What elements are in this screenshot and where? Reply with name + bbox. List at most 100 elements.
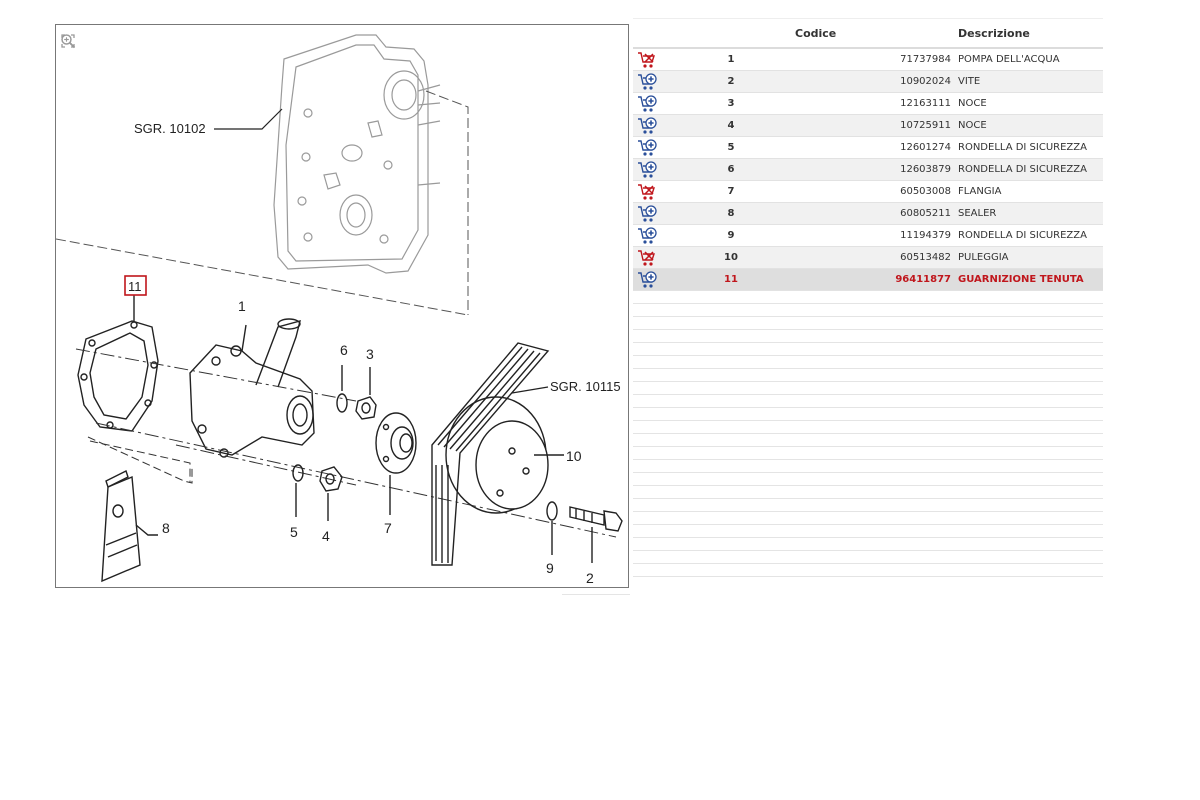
part-number: 9 xyxy=(667,224,795,247)
callout-number-8[interactable]: 8 xyxy=(162,520,170,536)
part-code: 10902024 xyxy=(795,70,958,93)
part-number: 6 xyxy=(667,158,795,181)
empty-row xyxy=(633,460,1103,473)
part-code: 96411877 xyxy=(795,268,958,291)
cart-add-icon[interactable] xyxy=(637,226,667,245)
header-description[interactable]: Descrizione xyxy=(958,18,1103,49)
cart-add-icon[interactable] xyxy=(637,116,667,135)
part-description: RONDELLA DI SICUREZZA xyxy=(958,158,1103,181)
nut-part-3[interactable] xyxy=(355,367,377,420)
part-code: 11194379 xyxy=(795,224,958,247)
nut-part-4[interactable] xyxy=(319,466,343,521)
cart-add-icon[interactable] xyxy=(637,160,667,179)
part-description: VITE xyxy=(958,70,1103,93)
part-number: 2 xyxy=(667,70,795,93)
cart-cell[interactable] xyxy=(633,246,667,269)
gasket-part-11[interactable] xyxy=(77,295,159,432)
callout-number-7[interactable]: 7 xyxy=(384,520,392,536)
empty-row xyxy=(633,369,1103,382)
callout-number-4[interactable]: 4 xyxy=(322,528,330,544)
cart-add-icon[interactable] xyxy=(637,72,667,91)
cart-cell[interactable] xyxy=(633,202,667,225)
cart-cell[interactable] xyxy=(633,114,667,137)
empty-row xyxy=(633,356,1103,369)
exploded-diagram-panel[interactable]: SGR. 10102 SGR. 10115 11 1 xyxy=(55,24,629,588)
timing-cover-drawing xyxy=(273,34,441,274)
washer-part-5[interactable] xyxy=(292,464,304,517)
callout-sgr-10102[interactable]: SGR. 10102 xyxy=(134,108,283,136)
part-number: 8 xyxy=(667,202,795,225)
cart-cell[interactable] xyxy=(633,92,667,115)
callout-number-5[interactable]: 5 xyxy=(290,524,298,540)
empty-table-area xyxy=(633,291,1103,577)
water-pump-part-1[interactable] xyxy=(189,318,315,458)
empty-row xyxy=(633,421,1103,434)
divider xyxy=(562,594,630,595)
bolt-part-2[interactable] xyxy=(569,506,623,563)
callout-sgr-10115[interactable]: SGR. 10115 xyxy=(511,379,621,394)
empty-row xyxy=(633,304,1103,317)
header-icon xyxy=(633,18,667,49)
part-code: 10725911 xyxy=(795,114,958,137)
empty-row xyxy=(633,525,1103,538)
cart-add-icon[interactable] xyxy=(637,138,667,157)
cart-add-icon[interactable] xyxy=(637,270,667,289)
washer-part-6[interactable] xyxy=(336,365,348,413)
cart-cell[interactable] xyxy=(633,158,667,181)
callout-number-3[interactable]: 3 xyxy=(366,346,374,362)
cart-remove-icon[interactable] xyxy=(637,51,667,69)
empty-row xyxy=(633,551,1103,564)
header-number xyxy=(667,18,795,49)
callout-number-2[interactable]: 2 xyxy=(586,570,594,586)
callout-number-1[interactable]: 1 xyxy=(238,298,246,314)
part-description: NOCE xyxy=(958,92,1103,115)
selected-callout-box xyxy=(124,275,147,296)
header-code[interactable]: Codice xyxy=(795,18,958,49)
cart-remove-icon[interactable] xyxy=(637,249,667,267)
empty-row xyxy=(633,408,1103,421)
part-code: 60805211 xyxy=(795,202,958,225)
sealant-tube-part-8[interactable] xyxy=(101,470,158,583)
callout-number-11[interactable]: 11 xyxy=(128,279,142,294)
part-code: 12601274 xyxy=(795,136,958,159)
sgr-label: SGR. 10115 xyxy=(550,379,621,394)
part-description: RONDELLA DI SICUREZZA xyxy=(958,136,1103,159)
callout-number-9[interactable]: 9 xyxy=(546,560,554,576)
cart-cell[interactable] xyxy=(633,48,667,71)
flange-part-7[interactable] xyxy=(375,412,417,515)
part-description: POMPA DELL'ACQUA xyxy=(958,48,1103,71)
cart-cell[interactable] xyxy=(633,268,667,291)
callout-number-10[interactable]: 10 xyxy=(566,448,582,464)
callout-number-6[interactable]: 6 xyxy=(340,342,348,358)
cart-remove-icon[interactable] xyxy=(637,183,667,201)
part-number: 3 xyxy=(667,92,795,115)
zoom-out-icon[interactable] xyxy=(60,33,76,49)
cart-cell[interactable] xyxy=(633,70,667,93)
empty-row xyxy=(633,538,1103,551)
empty-row xyxy=(633,473,1103,486)
fit-icon[interactable] xyxy=(60,33,76,49)
cart-cell[interactable] xyxy=(633,180,667,203)
cart-cell[interactable] xyxy=(633,224,667,247)
part-description: NOCE xyxy=(958,114,1103,137)
washer-part-9[interactable] xyxy=(546,501,558,555)
pulley-part-10[interactable] xyxy=(445,396,564,514)
empty-row xyxy=(633,382,1103,395)
part-description: PULEGGIA xyxy=(958,246,1103,269)
cart-add-icon[interactable] xyxy=(637,94,667,113)
cart-add-icon[interactable] xyxy=(637,204,667,223)
cart-cell[interactable] xyxy=(633,136,667,159)
